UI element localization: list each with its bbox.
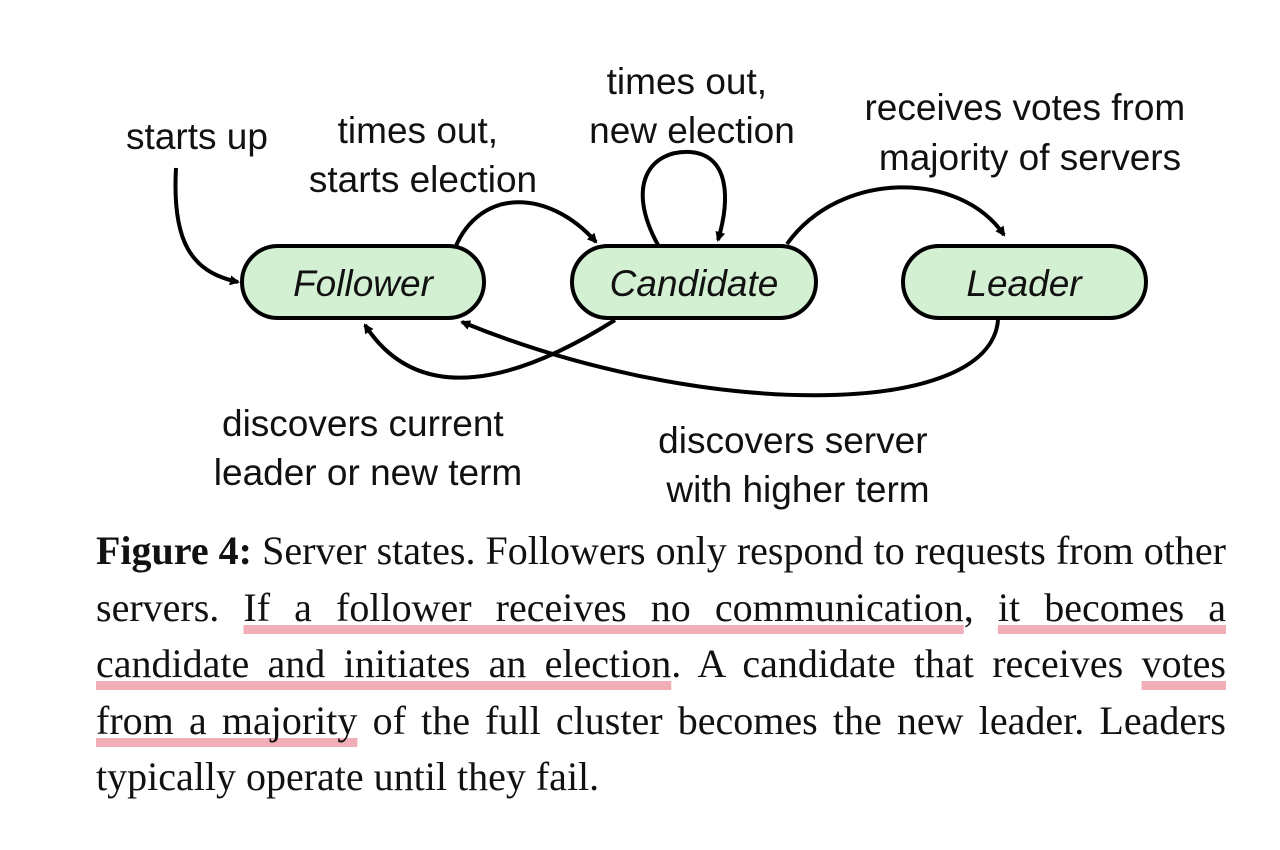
state-follower-label: Follower <box>293 263 434 304</box>
caption-segment: Server states. Followers only respond to… <box>96 528 1226 630</box>
state-follower-shape <box>240 244 486 320</box>
label-times-out-new-election: times out, new election <box>589 61 795 151</box>
state-candidate-shape <box>570 244 818 320</box>
label-times-out-starts-election: times out, starts election <box>309 110 537 200</box>
state-candidate-label: Candidate <box>610 263 779 304</box>
arrow-candidate-self-loop <box>640 149 727 246</box>
label-receives-votes-line-1: receives votes from <box>864 87 1185 128</box>
caption-highlight: it becomes a candidate and initiates an … <box>96 584 1227 687</box>
label-discovers-higher-term: discovers server with higher term <box>658 420 938 510</box>
arrow-leader-to-follower <box>460 319 1000 398</box>
label-times-out-starts-election-line-2: starts election <box>309 159 537 200</box>
label-discovers-current-leader-line-2: leader or new term <box>214 452 522 493</box>
label-starts-up-line-1: starts up <box>126 116 268 157</box>
state-leader-label: Leader <box>966 263 1083 304</box>
server-state-diagram: Follower Candidate Leader starts up time… <box>126 61 1195 510</box>
arrow-follower-to-candidate <box>453 200 598 249</box>
caption-segment: of the full cluster becomes the new lead… <box>96 697 1226 800</box>
caption-highlight: votes from a majority <box>96 641 1226 743</box>
arrow-starts-up <box>173 167 240 286</box>
arrow-candidate-to-leader <box>785 185 1006 246</box>
caption-highlight: If a follower receives no communication <box>243 584 964 630</box>
label-receives-votes: receives votes from majority of servers <box>864 87 1195 178</box>
label-times-out-new-election-line-1: times out, <box>607 61 767 102</box>
label-discovers-higher-term-line-2: with higher term <box>665 469 929 510</box>
label-discovers-current-leader: discovers current leader or new term <box>214 403 522 493</box>
figure-caption: Figure 4: Server states. Followers only … <box>96 523 1226 806</box>
caption-segment: , <box>963 584 998 630</box>
caption-segment: . A candidate that receives <box>671 641 1142 686</box>
label-starts-up: starts up <box>126 116 268 157</box>
label-times-out-starts-election-line-1: times out, <box>338 110 498 151</box>
state-leader: Leader <box>901 244 1148 320</box>
state-candidate: Candidate <box>570 244 818 320</box>
arrow-candidate-to-follower <box>363 318 617 380</box>
state-follower: Follower <box>240 244 486 320</box>
label-times-out-new-election-line-2: new election <box>589 110 795 151</box>
label-discovers-current-leader-line-1: discovers current <box>222 403 504 444</box>
state-leader-shape <box>901 244 1148 320</box>
figure-label: Figure 4: <box>96 528 252 573</box>
label-receives-votes-line-2: majority of servers <box>879 137 1181 178</box>
label-discovers-higher-term-line-1: discovers server <box>658 420 927 461</box>
